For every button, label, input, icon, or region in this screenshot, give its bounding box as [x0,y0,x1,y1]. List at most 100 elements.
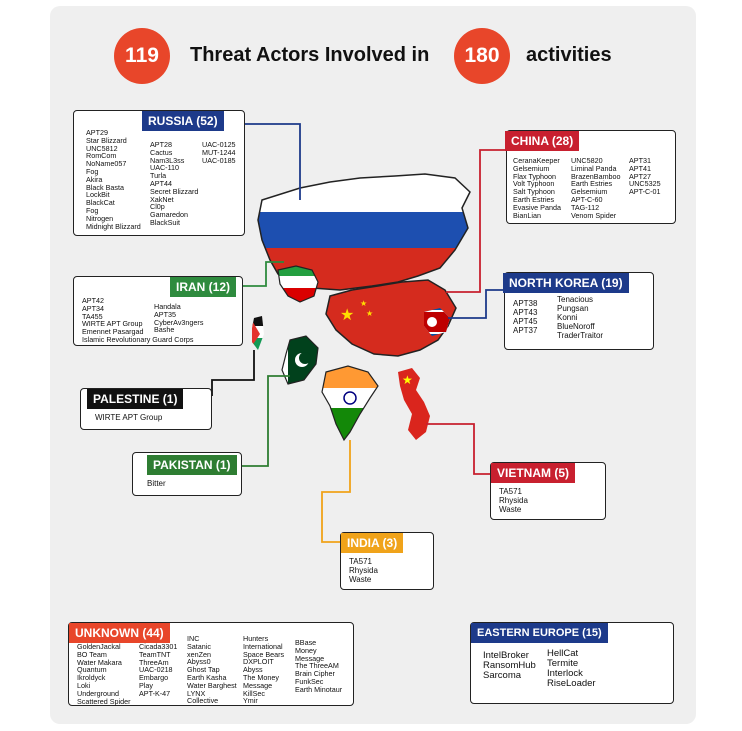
actor-name: HellCat [547,648,579,659]
actor-name: Salt Typhoon [513,187,555,197]
russia-title: RUSSIA (52) [142,111,224,131]
actor-name: Cicada3301 [139,642,178,651]
actor-name: Abyss0 [187,657,211,667]
actor-name: UNC5812 [86,143,118,153]
actor-name: MUT-1244 [202,147,236,157]
actor-name: Ghost Tap [187,665,220,675]
activities-label: activities [526,44,612,66]
actor-name: Gamaredon [150,210,188,220]
actor-name: Akira [86,174,103,184]
actor-name: Collective [187,696,219,706]
actor-name: UAC-110 [150,163,180,173]
actor-name: APT43 [513,308,538,317]
eastern-europe-title: EASTERN EUROPE (15) [471,623,608,643]
actor-name: Cactus [150,147,173,157]
actor-name: Earth Minotaur [295,684,343,694]
actor-name: Message [243,680,273,690]
actor-name: Space Bears [243,649,285,659]
actor-name: APT44 [150,178,172,188]
actor-name: Tenacious [557,295,594,304]
actor-name: Islamic Revolutionary Guard Corps [82,334,194,344]
actor-name: Money [295,645,317,655]
actor-name: UNC5325 [629,179,661,189]
svg-text:★: ★ [402,373,413,387]
actor-name: TA571 [499,487,522,496]
actor-name: APT35 [154,309,176,319]
actor-name: Star Blizzard [86,135,127,145]
actor-name: APT38 [513,299,538,308]
actor-name: TA455 [82,311,103,321]
actor-name: UAC-0218 [139,665,173,675]
palestine-title: PALESTINE (1) [87,389,184,409]
actor-name: Liminal Panda [571,163,617,173]
actor-name: Quantum [77,665,107,675]
actor-name: UAC-0185 [202,155,236,165]
actor-name: Message [295,653,325,663]
actor-name: Brain Cipher [295,669,335,679]
actor-name: RiseLoader [547,678,596,689]
pakistan-box: PAKISTAN (1) Bitter [132,452,242,496]
actor-name: Satanic [187,641,211,651]
india-title: INDIA (3) [341,533,404,553]
actor-name: WIRTE APT Group [95,413,163,422]
actor-name: Waste [499,505,522,514]
actors-count-badge: 119 [114,28,170,84]
actor-name: INC [187,634,200,643]
actor-name: Fog [86,205,99,215]
actor-name: Rhysida [349,566,378,575]
actor-name: Earth Kasha [187,672,227,682]
actor-name: APT31 [629,156,651,165]
actor-name: BianLian [513,210,541,220]
actor-name: Embargo [139,673,169,683]
actor-name: KillSec [243,688,265,698]
actor-name: Gelsemium [571,187,608,197]
actor-name: APT-C-60 [571,194,603,204]
svg-text:★: ★ [360,299,367,308]
actor-name: Nitrogen [86,213,114,223]
actor-name: APT28 [150,140,172,149]
actor-name: APT42 [82,296,104,305]
pakistan-items: Bitter [147,479,166,488]
actor-name: Cl0p [150,202,165,212]
actor-name: Fog [86,166,99,176]
actor-name: DXPLOIT [243,657,274,667]
actor-name: Bashe [154,325,175,335]
actor-name: Abyss [243,665,263,675]
iran-connector [240,261,284,287]
actor-name: Ikroldyck [77,673,106,683]
actor-name: FunkSec [295,676,324,686]
svg-text:★: ★ [366,309,373,318]
actor-name: Rhysida [499,496,528,505]
actor-name: Ymir [243,696,258,706]
actor-name: Nam3L3ss [150,155,185,165]
actor-name: RomCom [86,151,117,161]
actor-name: Evasive Panda [513,202,561,212]
actor-name: The Money [243,672,279,682]
north-korea-title: NORTH KOREA (19) [503,273,629,293]
actor-name: APT45 [513,317,538,326]
actor-name: Interlock [547,668,583,679]
actor-name: Termite [547,658,579,669]
actor-name: GoldenJackal [77,642,121,651]
russia-connector [244,123,301,200]
vietnam-region: ★ [398,368,430,440]
palestine-region [252,316,264,350]
actor-name: RansomHub [483,660,536,671]
actor-name: UNC5820 [571,156,603,165]
actor-name: Bitter [147,479,166,488]
